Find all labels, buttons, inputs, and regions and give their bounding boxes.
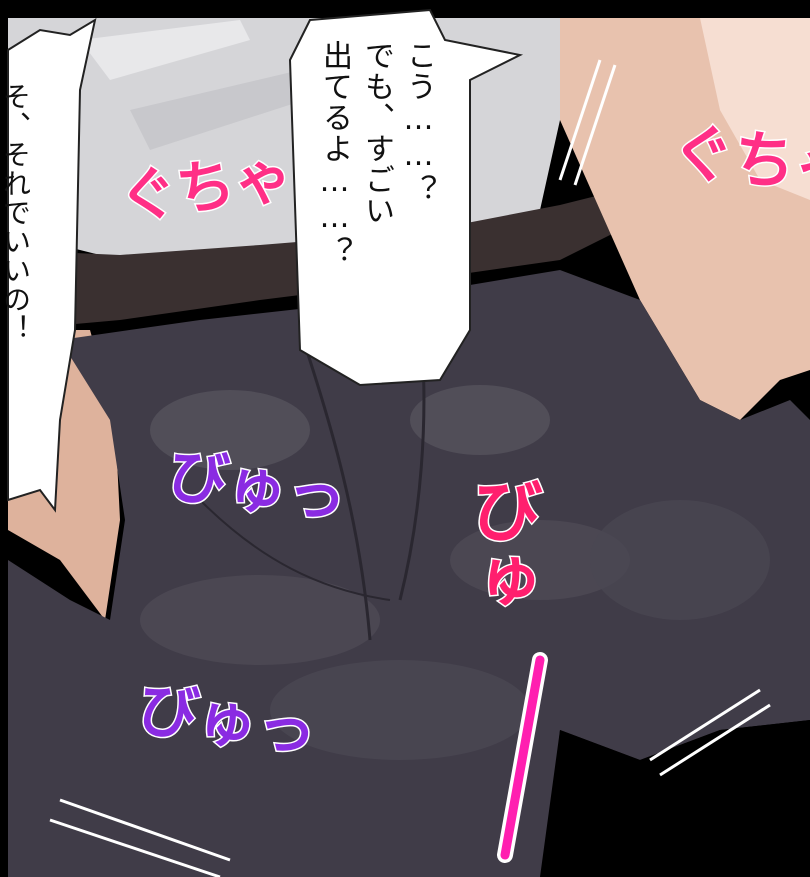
speech-bubble-left [7,17,97,513]
speech-line-2: でも、すごい [359,40,394,226]
speech-bubble-right [288,8,524,387]
speech-line-1: こう……？ [401,40,436,205]
speech-line-3: 出てるよ……？ [317,40,352,267]
motion-lines [49,59,771,877]
sfx-byuu: びゅ [452,470,547,618]
speech-line-left: そ、それでいいの！ [0,82,32,343]
